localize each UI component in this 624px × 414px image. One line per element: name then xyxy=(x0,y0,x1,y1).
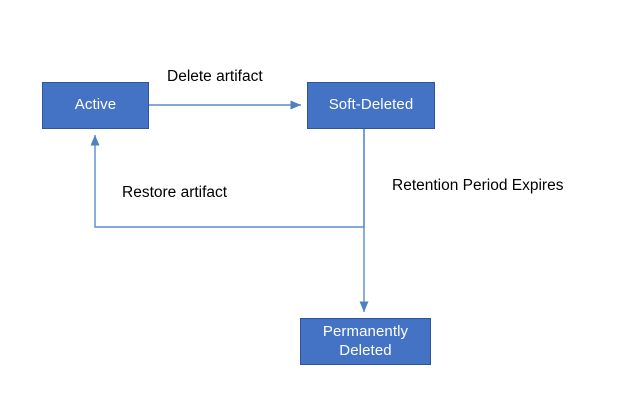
node-active-label: Active xyxy=(74,96,117,114)
node-permanently-deleted-label-line1: Permanently xyxy=(322,323,409,341)
edge-label-delete-artifact: Delete artifact xyxy=(167,68,263,85)
node-active: Active xyxy=(42,82,149,129)
edge-restore-artifact xyxy=(90,129,365,228)
edge-label-retention-period-expires: Retention Period Expires xyxy=(392,177,564,194)
edge-label-restore-artifact: Restore artifact xyxy=(122,184,228,201)
node-permanently-deleted: Permanently Deleted xyxy=(300,318,431,365)
node-permanently-deleted-label-line2: Deleted xyxy=(339,341,392,359)
node-soft-deleted-label: Soft-Deleted xyxy=(328,96,414,114)
node-soft-deleted: Soft-Deleted xyxy=(307,82,435,129)
node-permanently-deleted-label: Permanently Deleted xyxy=(323,323,408,360)
